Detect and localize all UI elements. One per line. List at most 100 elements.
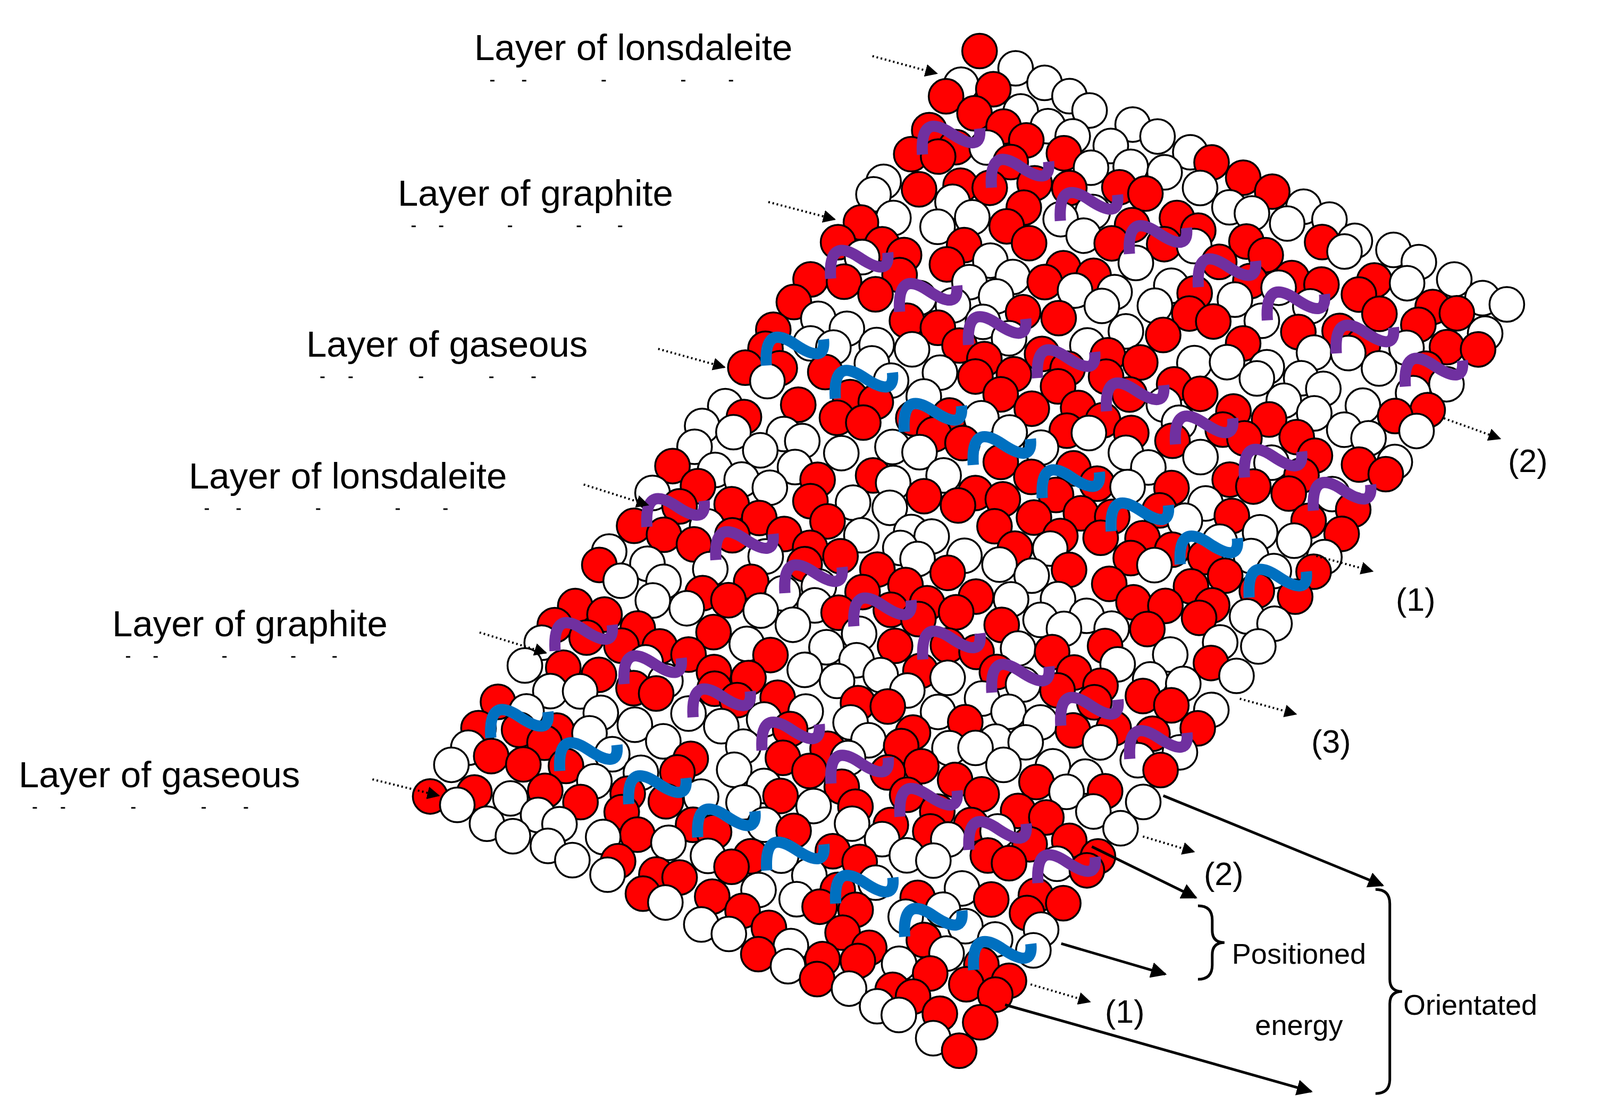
curly-bracket — [1375, 889, 1403, 1094]
carbon-atom — [930, 555, 966, 591]
bond-arc — [973, 941, 1032, 970]
callout-number: (2) — [1203, 855, 1244, 894]
bracket-label: Positioned energy — [1222, 918, 1376, 1061]
carbon-atom — [473, 739, 509, 774]
dash-mark — [617, 225, 623, 228]
bond-arc — [973, 437, 1031, 466]
carbon-atom — [962, 33, 998, 69]
carbon-atom — [962, 1005, 998, 1041]
gas-atom — [555, 843, 590, 878]
carbon-atom — [991, 845, 1027, 881]
bond-arc — [646, 498, 705, 527]
dash-mark — [201, 807, 206, 809]
carbon-atom — [714, 849, 749, 885]
carbon-atom — [845, 405, 881, 440]
carbon-atom — [1011, 225, 1047, 261]
leader-arrow — [1240, 699, 1297, 715]
bond-arc — [830, 755, 889, 784]
callout-number: (1) — [1395, 580, 1436, 620]
carbon-atom — [974, 882, 1009, 918]
gas-atom — [1182, 170, 1218, 206]
dash-mark — [32, 807, 37, 809]
gas-atom — [881, 998, 917, 1033]
bond-arc — [1129, 225, 1187, 255]
gas-atom — [1327, 234, 1362, 270]
bond-arc — [692, 689, 751, 718]
bond-arc — [835, 875, 893, 904]
gas-atom — [1140, 119, 1175, 154]
gas-atom — [742, 433, 778, 468]
bond-arc — [1129, 731, 1187, 760]
gas-atom — [1269, 206, 1305, 241]
dash-mark — [576, 225, 582, 228]
layer-label: Layer of graphite — [397, 171, 674, 216]
gas-atom — [1136, 548, 1172, 583]
leader-arrow — [872, 56, 937, 74]
gas-atom — [651, 825, 686, 861]
bond-arc — [830, 250, 889, 279]
carbon-atom — [1128, 176, 1163, 212]
dash-mark — [531, 376, 536, 379]
bond-arc — [766, 337, 824, 366]
dash-mark — [729, 79, 734, 82]
leader-arrow — [479, 632, 547, 653]
bond-arc — [1106, 382, 1164, 412]
layer-label: Layer of graphite — [112, 602, 388, 647]
bond-arc — [1042, 470, 1100, 499]
dash-mark — [291, 656, 296, 658]
bond-arc — [968, 316, 1026, 346]
carbon-atom — [939, 595, 974, 630]
bond-arc — [628, 776, 686, 805]
bond-arc — [991, 664, 1050, 693]
dash-mark — [681, 79, 686, 82]
bond-arc — [834, 370, 893, 399]
dash-mark — [439, 225, 444, 228]
bond-arc — [899, 283, 957, 312]
dash-mark — [522, 79, 527, 82]
bond-arc — [761, 722, 820, 751]
bond-arc — [1244, 449, 1302, 478]
bond-arc — [922, 631, 980, 660]
dash-mark — [601, 79, 606, 82]
carbon-atom — [1183, 376, 1218, 412]
bond-arc — [1110, 503, 1169, 532]
bond-arc — [554, 622, 613, 651]
gas-atom — [669, 591, 705, 626]
gas-atom — [1219, 658, 1254, 694]
carbon-atom — [870, 689, 906, 725]
bond-arc — [623, 656, 682, 685]
leader-arrow — [1316, 556, 1373, 572]
bond-arc — [1175, 416, 1233, 445]
carbon-atom — [858, 277, 893, 312]
carbon-atom — [906, 479, 942, 514]
dash-mark — [315, 508, 321, 510]
gas-atom — [1082, 725, 1118, 760]
bond-arc — [1060, 697, 1119, 726]
gas-atom — [1399, 413, 1434, 449]
carbon-atom — [1195, 304, 1231, 339]
bond-arc — [784, 565, 843, 594]
bracket-label: Orientated — [1403, 987, 1538, 1023]
carbon-atom — [941, 1033, 977, 1069]
callout-number: (3) — [1311, 722, 1352, 762]
bond-arc — [1037, 349, 1095, 379]
gas-atom — [916, 843, 951, 878]
gas-atom — [1103, 811, 1138, 846]
bond-arc — [991, 159, 1049, 188]
gas-atom — [648, 885, 683, 920]
bond-arc — [1249, 569, 1307, 598]
gas-atom — [603, 563, 639, 599]
carbon-atom — [1143, 752, 1178, 788]
carbon-atom — [901, 172, 937, 207]
dash-mark — [489, 376, 494, 379]
leader-arrow — [1443, 418, 1501, 439]
carbon-atom — [1123, 345, 1158, 380]
callout-number: (2) — [1508, 441, 1548, 481]
bond-arc — [490, 709, 549, 739]
leader-arrow — [583, 484, 649, 506]
dash-mark — [411, 225, 416, 228]
gas-atom — [711, 916, 747, 952]
gas-atom — [750, 363, 785, 399]
bracket-arrow — [1061, 943, 1166, 975]
dash-mark — [320, 376, 325, 379]
